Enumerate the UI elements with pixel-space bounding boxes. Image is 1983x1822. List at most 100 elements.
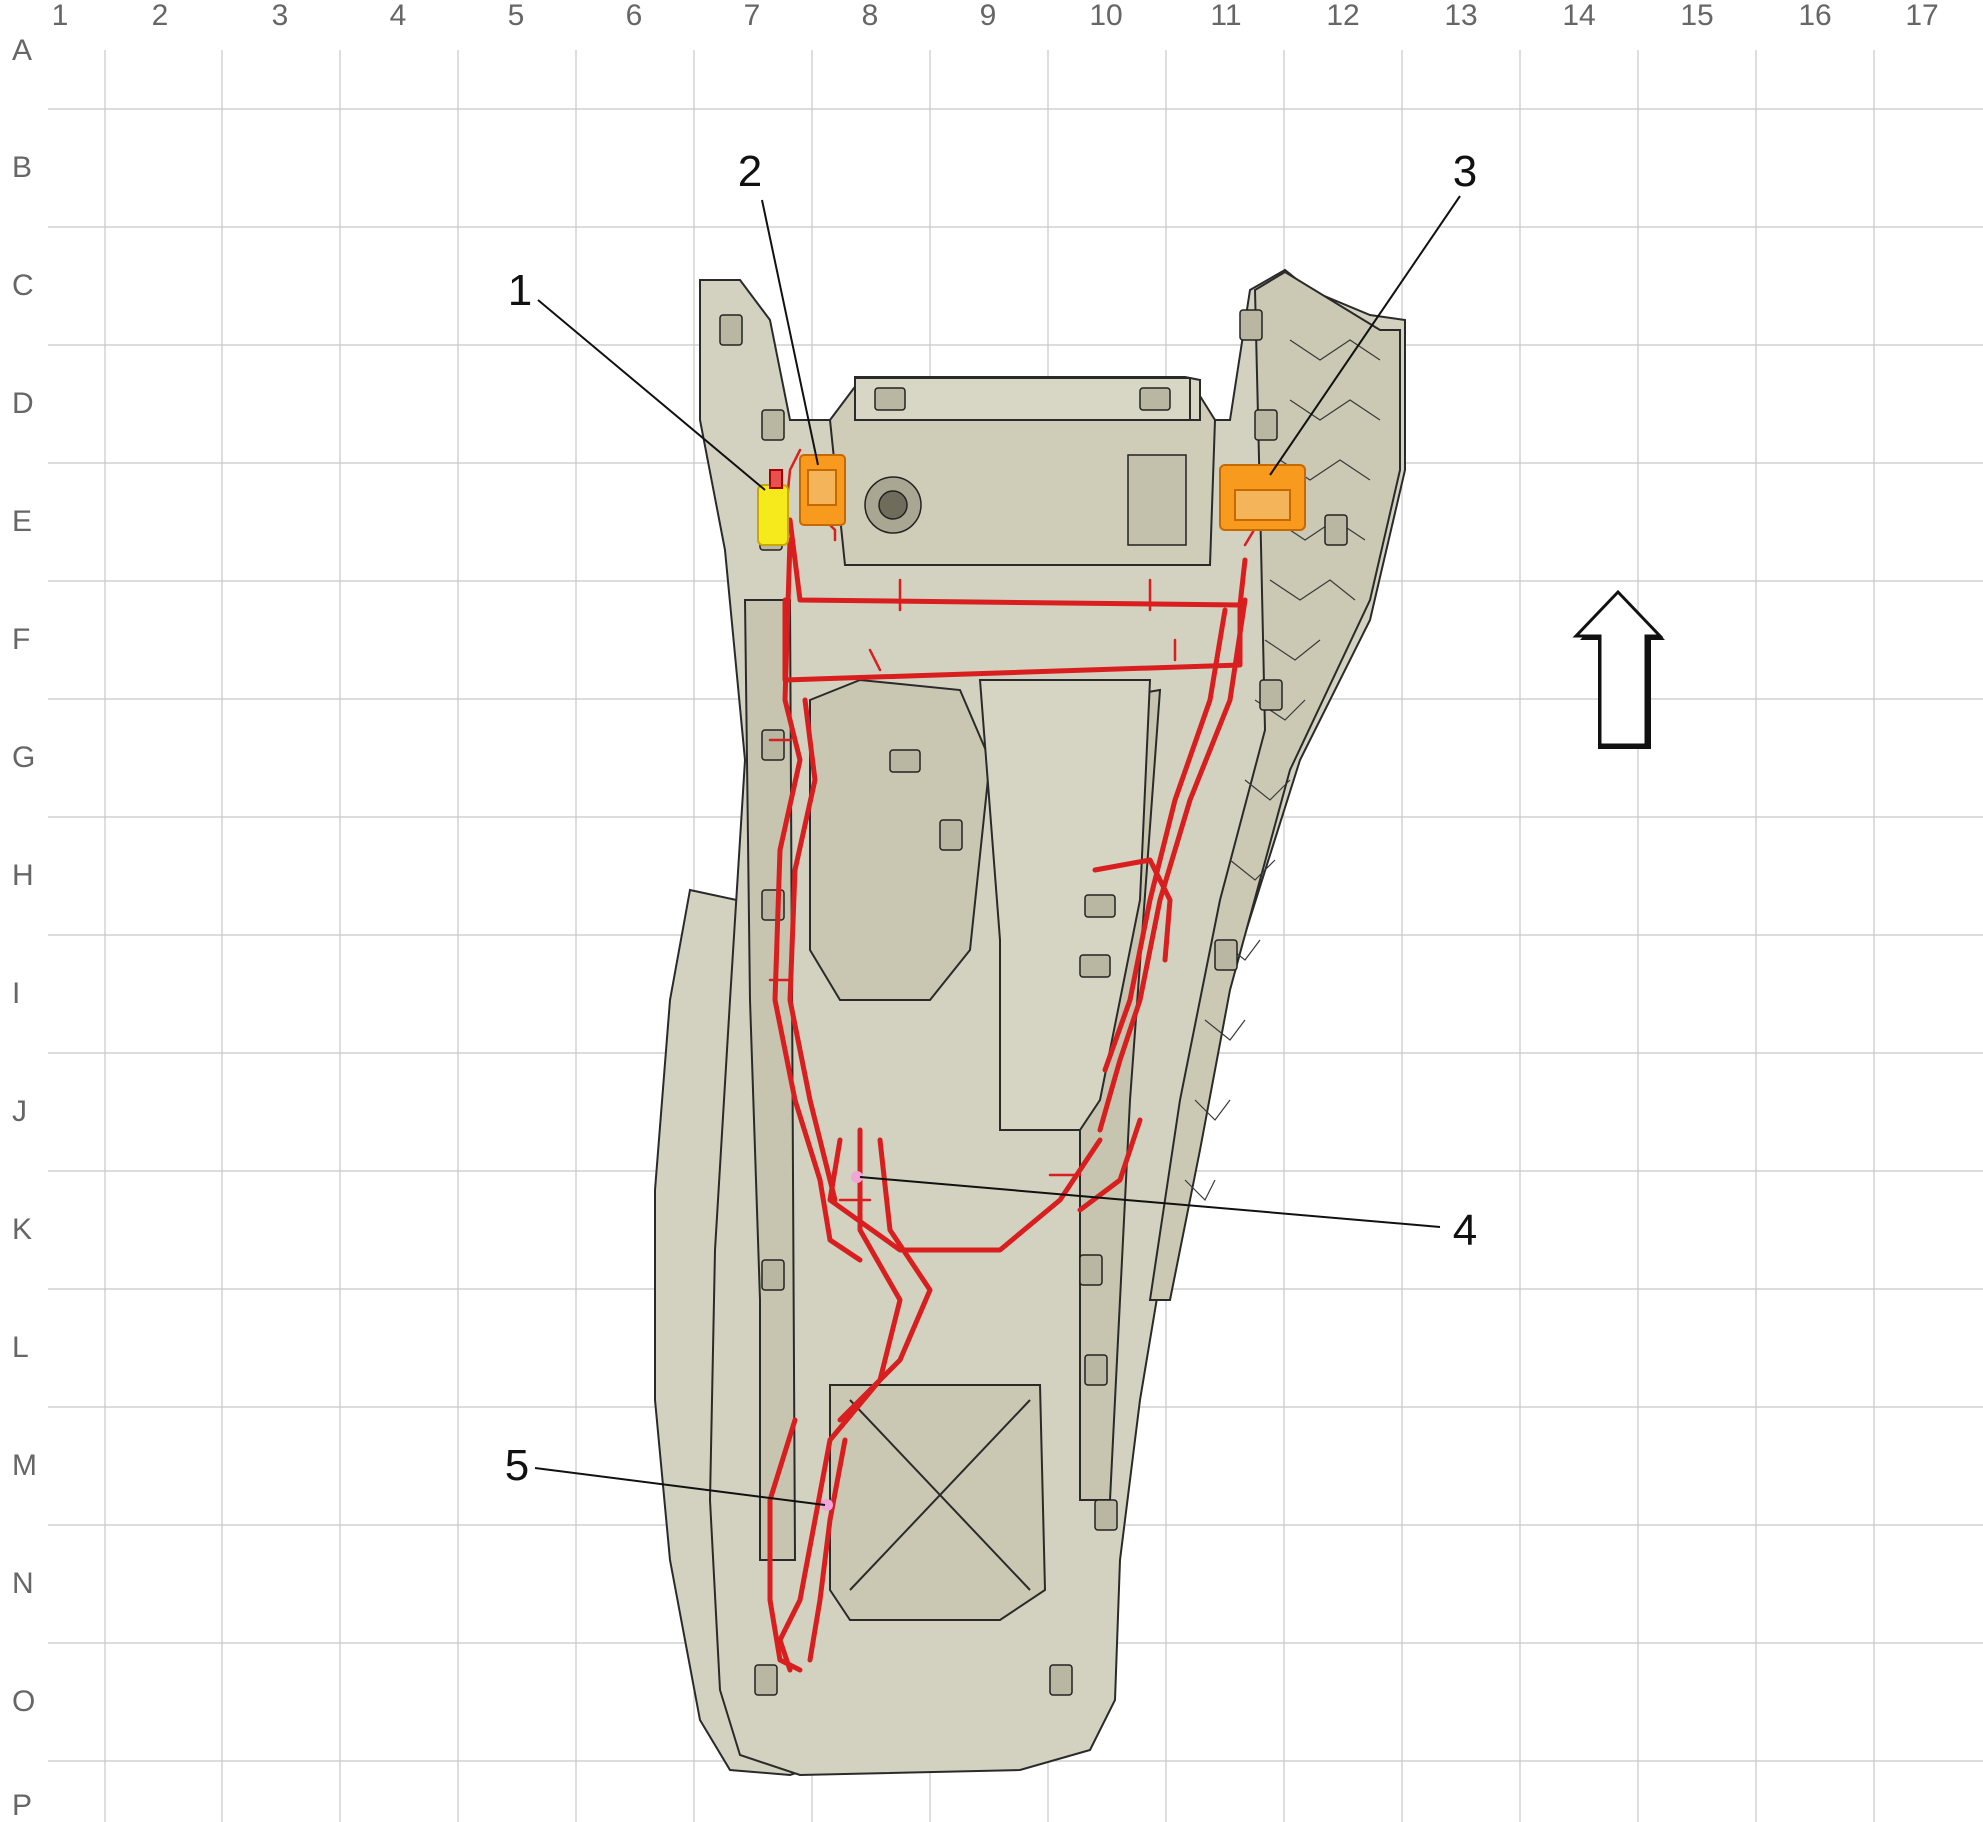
callout-leader-2 [761,199,819,466]
grid-column-label: 17 [1905,0,1938,32]
clip [1049,1664,1073,1696]
clip [1324,514,1348,546]
grid-column-label: 10 [1089,0,1122,32]
harness-run [772,537,863,1263]
callout-leader-4 [859,1176,1441,1228]
clip [754,1664,778,1696]
harness-run [837,1137,933,1423]
clip [1254,409,1278,441]
clip [761,729,785,761]
grid-row-label: I [12,977,20,1010]
harness-run [777,1437,833,1673]
grid-row-label: L [12,1331,29,1364]
up-arrow-outline [1572,589,1664,747]
grid-column-label: 9 [980,0,997,32]
harness-run [827,1137,1103,1253]
grid-row-label: H [12,859,34,892]
connector-1 [757,484,789,546]
grid-row-label: F [12,623,30,656]
grid-row-label: B [12,151,32,184]
clip [1259,679,1283,711]
clip [939,819,963,851]
clip [889,749,921,773]
grid-row-label: E [12,505,32,538]
harness-run [1092,857,1173,963]
callouts: 1 2 3 4 5 [505,147,1477,1490]
grid-column-label: 3 [272,0,289,32]
clip [1094,1499,1118,1531]
harness-run [807,1437,848,1663]
callout-leader-5 [534,1467,826,1506]
connector-1-tab [769,469,783,489]
top-panel [854,377,1191,421]
clip [1084,894,1116,918]
grid-column-label: 2 [152,0,169,32]
harness-run [1102,607,1228,1073]
marker-5 [821,1499,833,1511]
marker-4 [851,1171,863,1183]
harness-run [787,697,838,1203]
grid-row-labels: A B C D E F G H I J K L M N O P [12,34,37,1822]
grid-row-label: K [12,1213,32,1246]
clip [1079,1254,1103,1286]
clip [719,314,743,346]
connector-3-inner [1234,489,1291,521]
callout-label-3: 3 [1453,147,1477,196]
grid-column-label: 8 [862,0,879,32]
callout-label-4: 4 [1453,1206,1477,1255]
grid-row-label: G [12,741,35,774]
harness-run [1097,597,1248,1133]
grid-column-label: 5 [508,0,525,32]
clip [1084,1354,1108,1386]
wiring-harness [767,448,1262,1673]
callout-label-1: 1 [508,266,532,315]
grid-column-label: 16 [1798,0,1831,32]
callout-leaders [534,195,1461,1506]
grommet [878,490,908,520]
clip [1239,309,1263,341]
clip [874,387,906,411]
grid-column-label: 14 [1562,0,1595,32]
harness-run [787,517,1248,608]
clip [1079,954,1111,978]
callout-leader-3 [1269,195,1461,476]
callout-leader-1 [537,299,766,491]
grid-column-label: 11 [1210,0,1241,32]
grid-column-label: 6 [626,0,643,32]
storage-bin [829,1384,1047,1621]
harness-run [767,1417,803,1673]
clip [761,409,785,441]
grid-column-label: 4 [390,0,407,32]
grid-column-labels: 1 2 3 4 5 6 7 8 9 10 11 12 13 14 15 16 1… [52,0,1939,32]
harness-lead [868,648,882,672]
callout-label-2: 2 [738,147,762,196]
harness-run [1077,1117,1143,1213]
grid-column-label: 12 [1326,0,1359,32]
center-wall [978,679,1152,1131]
clip [761,1259,785,1291]
clip [1214,939,1238,971]
callout-label-5: 5 [505,1441,529,1490]
grid-column-label: 1 [52,0,69,32]
storage-bin-cross [849,1399,1031,1591]
connectors [757,454,1306,546]
clip [1139,387,1171,411]
grid-row-label: P [12,1789,32,1822]
grid-row-label: J [12,1095,27,1128]
connector-2-inner [807,469,837,506]
grid-column-label: 15 [1680,0,1713,32]
module-box [1127,454,1187,546]
cupholder-area [809,678,992,1001]
center-console [654,268,1406,1777]
grid-row-label: D [12,387,34,420]
grid-column-label: 7 [744,0,761,32]
grid-row-label: N [12,1567,34,1600]
grid-row-label: C [12,269,34,302]
fasteners [719,309,1348,1696]
grid-column-label: 13 [1444,0,1477,32]
grid-row-label: A [12,34,32,67]
up-arrow-icon [1572,589,1665,749]
grid-row-label: O [12,1685,35,1718]
grid-row-label: M [12,1449,37,1482]
